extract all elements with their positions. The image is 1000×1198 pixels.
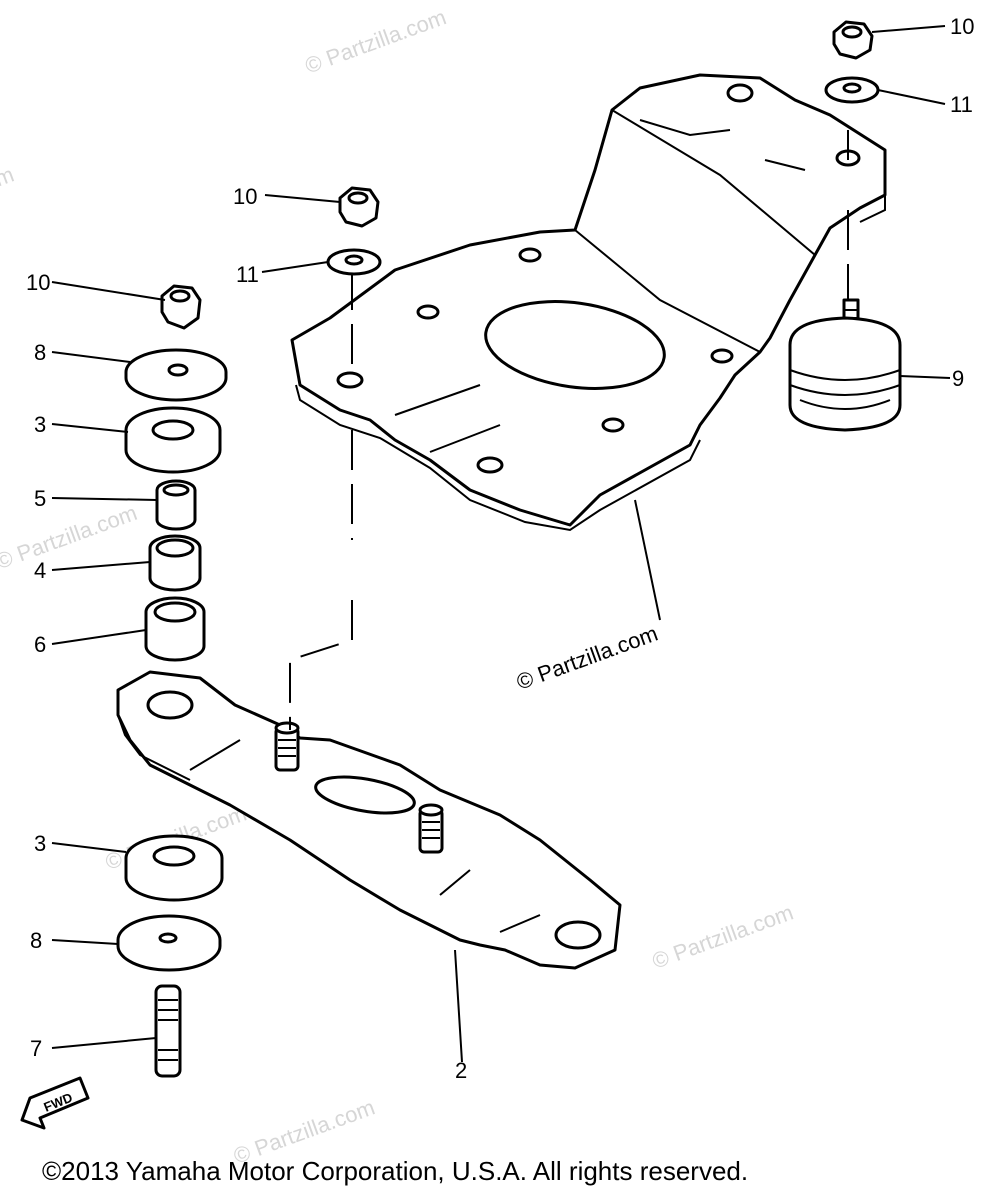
washer-11-top: [824, 76, 880, 104]
rubber-mount-9: [788, 298, 902, 432]
bushing-3-top: [124, 406, 222, 474]
callout-5: 5: [34, 486, 46, 511]
nut-10-top: [832, 20, 874, 60]
copyright-text: ©2013 Yamaha Motor Corporation, U.S.A. A…: [42, 1156, 748, 1186]
stud-7: [154, 984, 182, 1078]
collar-5: [155, 479, 197, 531]
bushing-6: [144, 596, 206, 662]
callout-10-left: 10: [26, 270, 50, 295]
watermark: © Partzilla.com: [302, 4, 450, 78]
nut-10-left: [160, 284, 202, 330]
nut-10-mid: [338, 186, 380, 228]
lower-bracket: [116, 670, 622, 970]
watermark: © Partzilla.com: [0, 500, 140, 574]
forward-arrow-icon: FWD: [20, 1076, 90, 1130]
upper-bracket-plate: [290, 73, 887, 527]
callout-11-top: 11: [950, 92, 973, 117]
washer-11-mid: [326, 248, 382, 276]
upper-bracket: [290, 73, 887, 532]
callout-10-mid: 10: [233, 184, 257, 209]
callout-3-top: 3: [34, 412, 46, 437]
watermark: © Partzilla.com: [0, 162, 17, 236]
washer-8-bottom: [116, 914, 222, 972]
watermark: © Partzilla.com: [649, 900, 797, 974]
callout-9: 9: [952, 366, 964, 391]
callout-8-top: 8: [34, 340, 46, 365]
callout-2: 2: [455, 1058, 467, 1083]
watermark-center: © Partzilla.com: [513, 621, 661, 695]
washer-8-top: [124, 348, 228, 402]
callout-7: 7: [30, 1036, 42, 1061]
callout-4: 4: [34, 558, 46, 583]
callout-11-mid: 11: [236, 262, 259, 287]
bushing-4: [148, 534, 202, 592]
callout-6: 6: [34, 632, 46, 657]
callout-3-bottom: 3: [34, 831, 46, 856]
bushing-3-bottom: [124, 834, 224, 902]
callout-10-top: 10: [950, 14, 974, 39]
callout-8-bottom: 8: [30, 928, 42, 953]
